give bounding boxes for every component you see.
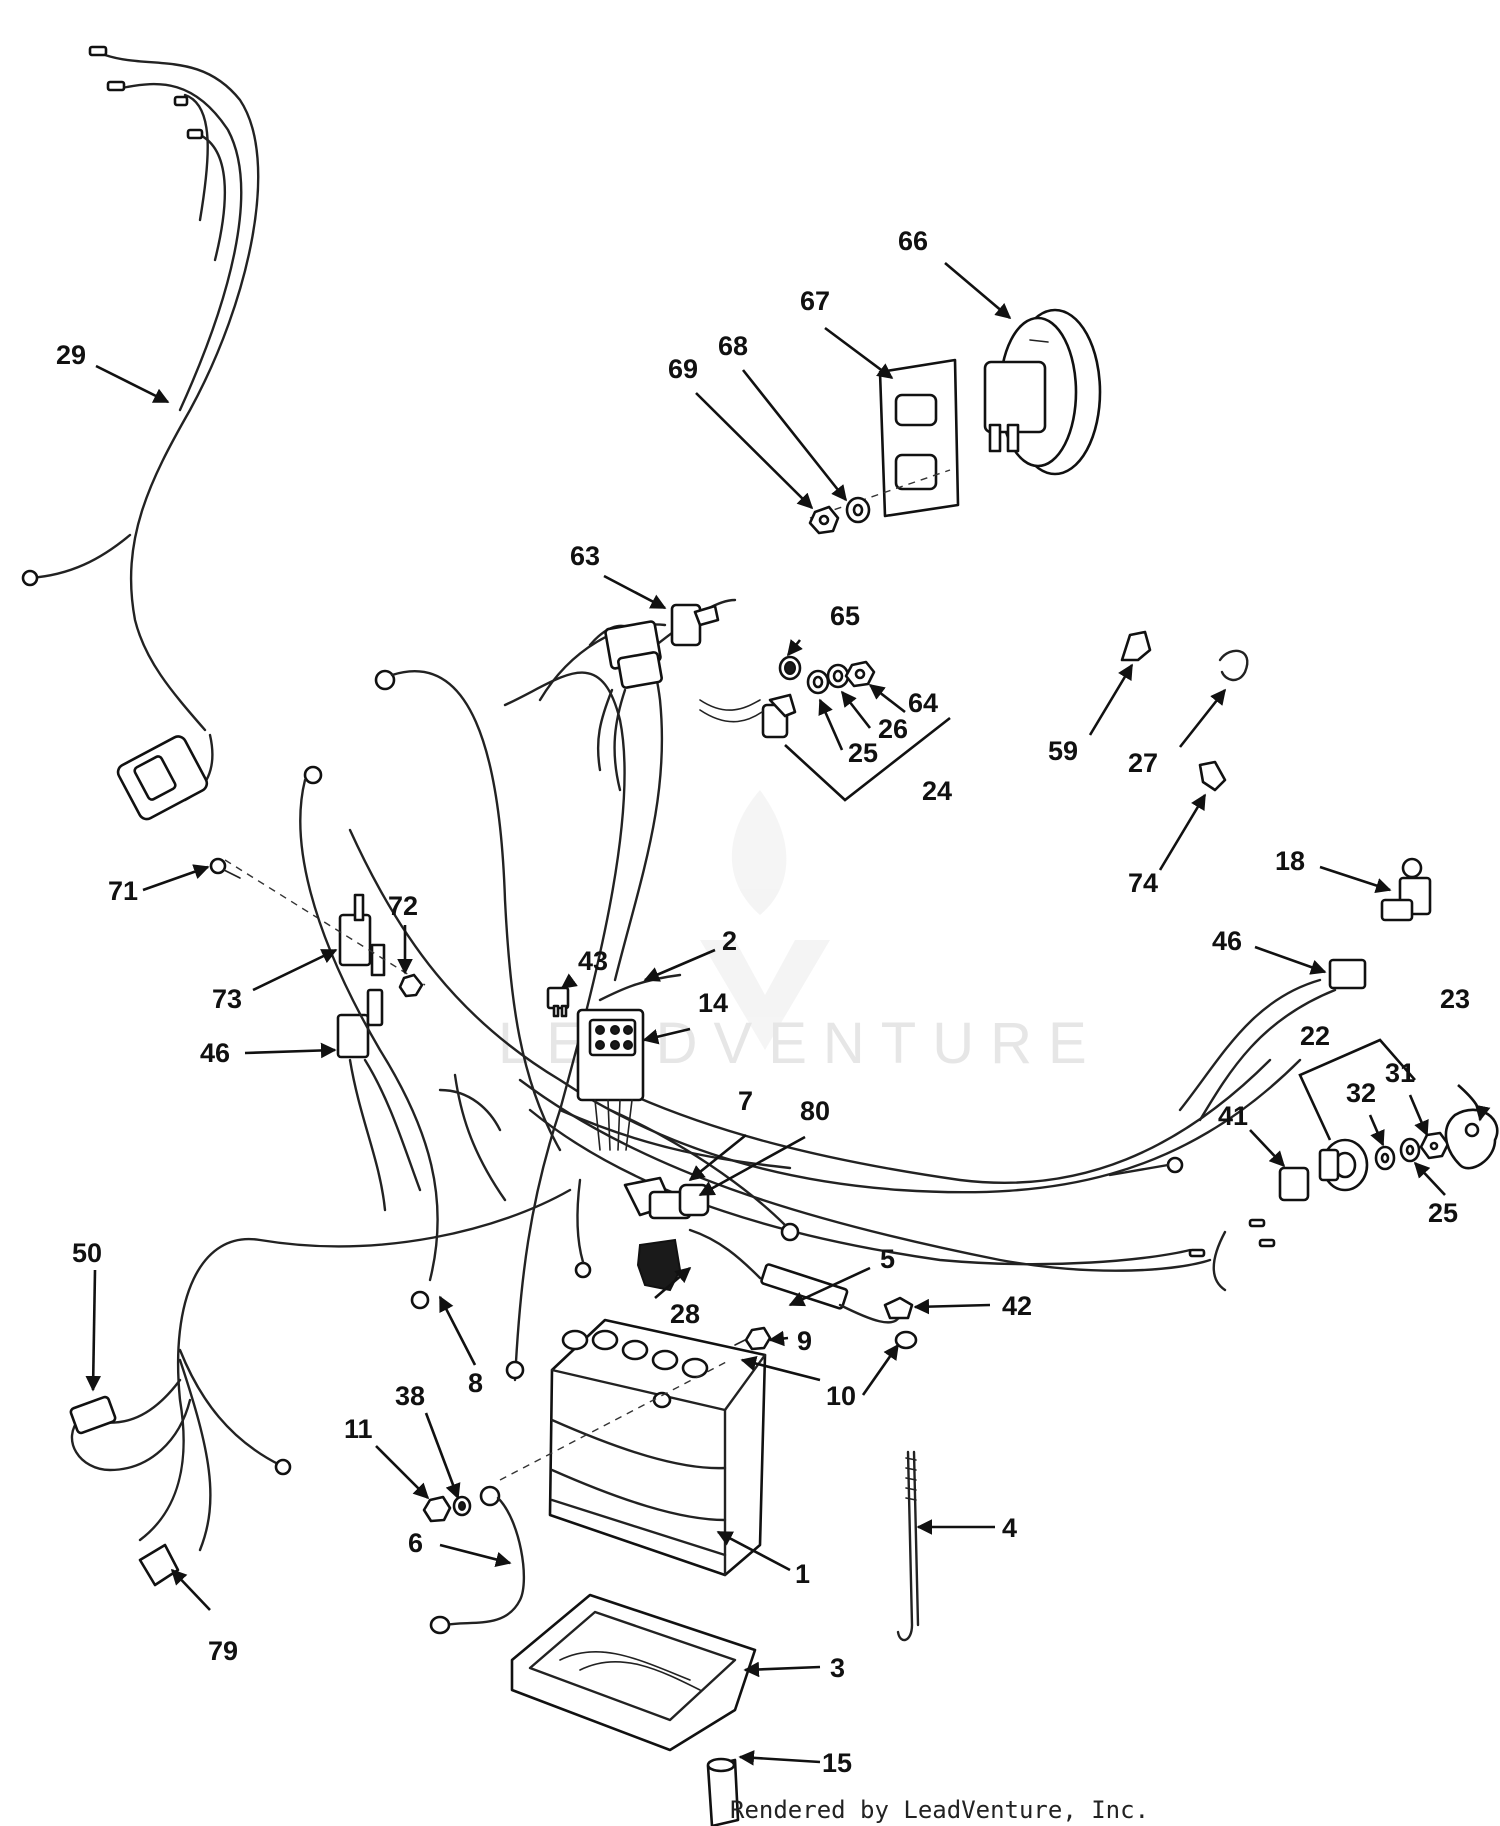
terminal-boot-28 xyxy=(636,1238,682,1292)
washer-32 xyxy=(1374,1145,1396,1171)
callout-64: 64 xyxy=(908,688,938,718)
callout-68: 68 xyxy=(718,331,748,361)
callout-63: 63 xyxy=(570,541,600,571)
fuse-holder-80 xyxy=(678,1183,710,1217)
bracket-line-24 xyxy=(784,716,951,802)
callout-31: 31 xyxy=(1385,1058,1415,1088)
connector-41 xyxy=(1278,1166,1310,1202)
callout-25-lower: 25 xyxy=(1428,1198,1458,1228)
clip-59 xyxy=(1120,630,1152,662)
callout-43: 43 xyxy=(578,946,608,976)
callout-50: 50 xyxy=(72,1238,102,1268)
callout-25-upper: 25 xyxy=(848,738,878,768)
callout-28: 28 xyxy=(670,1299,700,1329)
washer-25-upper xyxy=(806,669,830,695)
callout-67: 67 xyxy=(800,286,830,316)
fuse-block-14 xyxy=(576,1008,645,1151)
connector-block-63 xyxy=(596,603,720,792)
callout-6: 6 xyxy=(408,1528,423,1558)
fuse-43 xyxy=(546,986,570,1018)
cable-5 xyxy=(688,1228,902,1324)
callout-22: 22 xyxy=(1300,1021,1330,1051)
mounting-bracket-67 xyxy=(809,358,960,519)
callout-72: 72 xyxy=(388,891,418,921)
washer-68 xyxy=(845,496,871,524)
callout-11: 11 xyxy=(344,1414,373,1444)
nut-42-lower xyxy=(894,1330,918,1350)
connector-46-right xyxy=(1178,958,1367,1122)
callout-46-left: 46 xyxy=(200,1038,230,1068)
battery-cables xyxy=(299,669,800,1380)
connector-46-left xyxy=(336,988,422,1212)
footer-credit: Rendered by LeadVenture, Inc. xyxy=(730,1796,1149,1824)
clamp-74 xyxy=(1198,760,1227,792)
relay-73 xyxy=(224,859,426,986)
battery-tray-3 xyxy=(510,1593,757,1752)
washer-38 xyxy=(452,1495,472,1517)
callout-18: 18 xyxy=(1275,846,1305,876)
clip-27 xyxy=(1218,649,1249,682)
callout-7: 7 xyxy=(738,1086,753,1116)
callout-38: 38 xyxy=(395,1381,425,1411)
callout-24: 24 xyxy=(922,776,952,806)
washer-26 xyxy=(826,663,850,689)
nut-64 xyxy=(844,660,876,688)
callout-79: 79 xyxy=(208,1636,238,1666)
key-23 xyxy=(1444,1108,1499,1170)
main-harness-2 xyxy=(348,598,1302,1382)
ring-terminals-right xyxy=(1108,1156,1276,1292)
nut-72 xyxy=(398,973,424,998)
cable-6 xyxy=(429,1485,526,1635)
hour-meter-66 xyxy=(983,308,1102,476)
callout-32: 32 xyxy=(1346,1078,1376,1108)
callout-5: 5 xyxy=(880,1244,895,1274)
watermark-logo xyxy=(700,790,830,1050)
wiring-harness-29 xyxy=(21,45,260,821)
callout-3: 3 xyxy=(830,1653,845,1683)
callout-46-right: 46 xyxy=(1212,926,1242,956)
harness-lower-left xyxy=(69,1188,572,1587)
callout-8: 8 xyxy=(468,1368,483,1398)
battery-1 xyxy=(499,1318,767,1577)
callout-14: 14 xyxy=(698,988,728,1018)
nut-69 xyxy=(808,505,840,535)
switch-assembly-24 xyxy=(699,693,797,739)
callout-2: 2 xyxy=(722,926,737,956)
callout-10: 10 xyxy=(826,1381,856,1411)
callout-29: 29 xyxy=(56,340,86,370)
callout-23: 23 xyxy=(1440,984,1470,1014)
callout-4: 4 xyxy=(1002,1513,1017,1543)
callout-41: 41 xyxy=(1218,1101,1248,1131)
callout-15: 15 xyxy=(822,1748,852,1778)
callout-26: 26 xyxy=(878,714,908,744)
tube-15 xyxy=(706,1757,740,1826)
callout-80: 80 xyxy=(800,1096,830,1126)
callout-66: 66 xyxy=(898,226,928,256)
callout-59: 59 xyxy=(1048,736,1078,766)
washer-65 xyxy=(778,655,802,681)
callout-69: 69 xyxy=(668,354,698,384)
callout-65: 65 xyxy=(830,601,860,631)
callout-74: 74 xyxy=(1128,868,1158,898)
nut-11 xyxy=(422,1495,452,1523)
callout-42: 42 xyxy=(1002,1291,1032,1321)
switch-18 xyxy=(1380,857,1432,922)
screw-71 xyxy=(209,857,241,879)
callout-71: 71 xyxy=(108,876,138,906)
leader-arrows xyxy=(85,262,1491,1766)
wing-nut-42 xyxy=(883,1296,914,1320)
bolt-9 xyxy=(734,1326,772,1351)
callout-73: 73 xyxy=(212,984,242,1014)
callout-27: 27 xyxy=(1128,748,1158,778)
hold-down-rod-4 xyxy=(896,1450,920,1642)
callout-1: 1 xyxy=(795,1559,810,1589)
nut-31 xyxy=(1419,1131,1450,1160)
ignition-switch-22 xyxy=(1318,1138,1369,1192)
washer-25-lower xyxy=(1399,1137,1421,1163)
bracket-line-22 xyxy=(1298,1038,1416,1141)
callout-9: 9 xyxy=(797,1326,812,1356)
callout-labels: 29 66 67 68 69 63 65 64 26 25 24 59 27 7… xyxy=(56,226,1470,1778)
